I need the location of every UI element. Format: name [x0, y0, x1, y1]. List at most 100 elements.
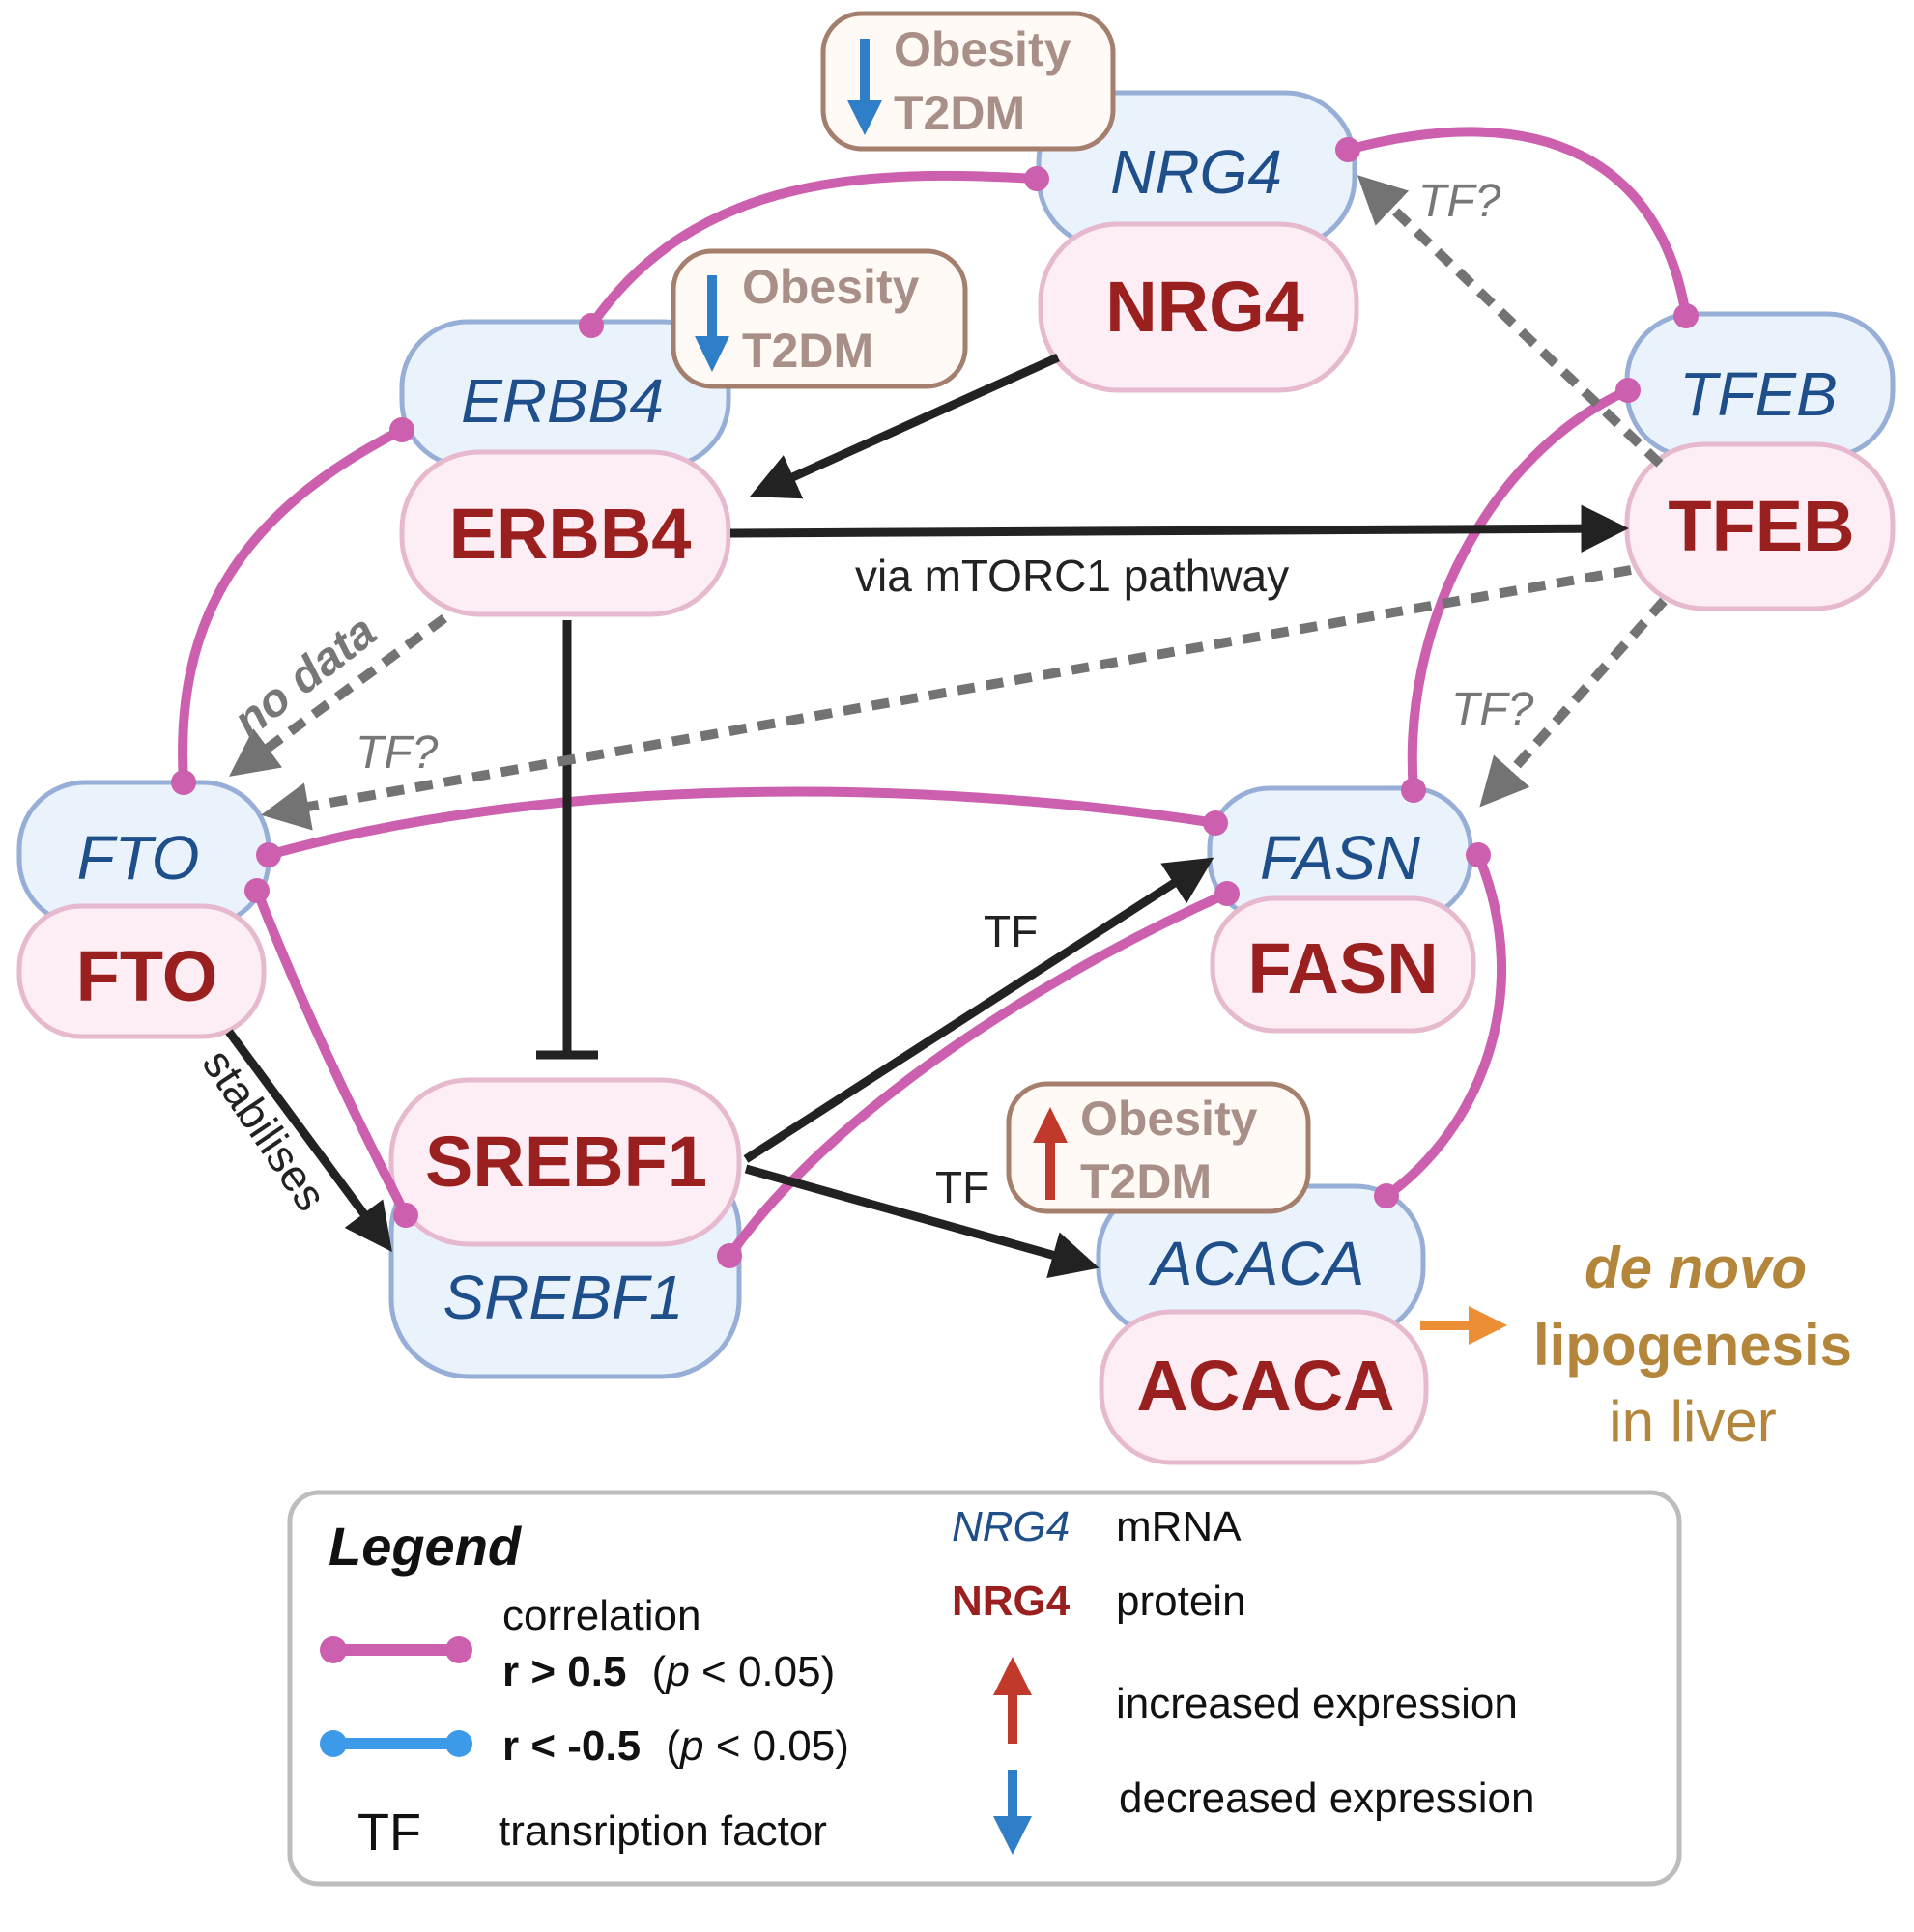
legend-p-var: p	[678, 1722, 703, 1770]
erbb4-protein-box	[399, 449, 731, 617]
srebf1-protein-box	[388, 1077, 742, 1247]
erbb4-protein-label: ERBB4	[449, 494, 692, 574]
legend-negative-r-value: r < -0.5	[502, 1722, 641, 1770]
legend-negative-r: r < -0.5 (p < 0.05)	[502, 1722, 849, 1770]
legend-mrna-label: mRNA	[1116, 1503, 1242, 1550]
status-line2: T2DM	[894, 86, 1025, 140]
legend-tf-abbr: TF	[357, 1804, 421, 1861]
legend-p-var: p	[664, 1648, 689, 1695]
corr-fto-fasn	[264, 786, 1220, 860]
label-tf-question-fasn: TF?	[1451, 684, 1534, 735]
legend-p-open: (	[652, 1648, 667, 1695]
corr-dot	[393, 1203, 418, 1228]
fto-mrna-label: FTO	[77, 823, 200, 893]
status-line2: T2DM	[742, 324, 873, 378]
arrow-nrg4-to-erbb4	[749, 353, 1060, 499]
status-badge-box	[671, 248, 968, 389]
corr-dot	[256, 842, 281, 867]
corr-dot	[717, 1243, 742, 1268]
correlation-links	[171, 127, 1699, 1268]
node-acaca: ACACA	[1096, 1183, 1426, 1339]
acaca-mrna-label: ACACA	[1148, 1229, 1365, 1298]
corr-dot	[1401, 778, 1426, 803]
outcome-line3: in liver	[1609, 1389, 1776, 1454]
nrg4-protein-label: NRG4	[1105, 267, 1304, 347]
fasn-protein-label: FASN	[1247, 928, 1438, 1009]
legend-increased-label: increased expression	[1116, 1680, 1518, 1727]
corr-nrg4-tfeb	[1343, 127, 1691, 321]
acaca-protein-label: ACACA	[1136, 1346, 1394, 1426]
status-line1: Obesity	[742, 260, 920, 314]
dash-erbb4-to-fto	[228, 613, 447, 777]
corr-fasn-srebf1	[725, 889, 1232, 1261]
corr-dot	[1203, 810, 1228, 836]
legend-p-close: < 0.05)	[690, 1648, 835, 1695]
regulation-arrows	[225, 353, 1629, 1279]
legend-decreased-label: decreased expression	[1119, 1775, 1534, 1822]
corr-dot	[171, 770, 196, 795]
legend-title: Legend	[329, 1516, 523, 1577]
legend-tf-desc: transription factor	[499, 1807, 827, 1855]
corr-dot	[1466, 842, 1491, 867]
corr-dot	[1673, 303, 1699, 328]
legend-protein-label: protein	[1116, 1577, 1246, 1625]
arrow-srebf1-to-acaca	[744, 1164, 1100, 1279]
label-tf-acaca: TF	[935, 1162, 989, 1212]
corr-erbb4-nrg4	[586, 170, 1042, 330]
outcome-line2: lipogenesis	[1533, 1313, 1852, 1378]
fto-protein-box	[16, 903, 267, 1039]
fasn-mrna-label: FASN	[1260, 823, 1421, 893]
status-badge-box	[1006, 1081, 1311, 1214]
erbb4-mrna-label: ERBB4	[461, 366, 664, 436]
srebf1-mrna-label: SREBF1	[443, 1263, 684, 1332]
up-arrow-icon-head	[1033, 1107, 1068, 1143]
label-stabilises: stabilises	[193, 1040, 337, 1220]
legend-negative-corr-dot	[320, 1730, 347, 1757]
label-tf-question-nrg4: TF?	[1418, 176, 1501, 227]
legend-positive-corr-dot	[320, 1636, 347, 1663]
corr-erbb4-fto	[178, 425, 407, 787]
status-badge-nrg4: Obesity T2DM	[820, 11, 1116, 152]
legend-p-close: < 0.05)	[703, 1722, 848, 1770]
corr-dot	[389, 417, 414, 442]
corr-fto-srebf1	[252, 886, 411, 1220]
status-line2: T2DM	[1080, 1154, 1212, 1208]
label-tf-question-fto: TF?	[356, 727, 439, 779]
acaca-protein-box	[1099, 1309, 1429, 1465]
srebf1-protein-label: SREBF1	[425, 1122, 707, 1202]
corr-dot	[579, 313, 604, 338]
legend-up-arrow-icon-head	[993, 1657, 1032, 1695]
status-line1: Obesity	[894, 22, 1071, 76]
legend-positive-corr-dot	[445, 1636, 472, 1663]
corr-fasn-acaca	[1382, 850, 1507, 1201]
corr-dot	[1214, 881, 1240, 906]
nrg4-mrna-label: NRG4	[1110, 137, 1282, 207]
arrow-erbb4-to-tfeb	[729, 504, 1629, 553]
corr-dot	[1335, 137, 1360, 162]
dash-tfeb-to-nrg4	[1357, 175, 1664, 468]
fasn-protein-box	[1210, 895, 1476, 1034]
status-line1: Obesity	[1080, 1092, 1258, 1146]
legend-p-open: (	[666, 1722, 680, 1770]
legend-positive-r-value: r > 0.5	[502, 1648, 626, 1695]
label-mtorc1: via mTORC1 pathway	[855, 551, 1289, 601]
corr-dot	[244, 878, 270, 903]
corr-tfeb-fasn	[1407, 385, 1633, 795]
legend-down-arrow-icon-head	[993, 1816, 1032, 1855]
legend-positive-r: r > 0.5 (p < 0.05)	[502, 1648, 835, 1695]
node-tfeb: TFEB	[1624, 311, 1896, 460]
hypothetical-arrows	[228, 175, 1668, 831]
node-erbb4: ERBB4	[399, 319, 731, 469]
outcome-line1: de novo	[1585, 1236, 1807, 1300]
dash-tfeb-to-fasn	[1479, 597, 1668, 808]
legend-correlation-label: correlation	[502, 1592, 700, 1639]
node-fto: FTO	[16, 780, 271, 928]
legend-mrna-example: NRG4	[952, 1503, 1070, 1550]
node-nrg4: NRG4	[1036, 90, 1357, 250]
status-badge-acaca: Obesity T2DM	[1006, 1081, 1311, 1214]
legend-negative-corr-dot	[445, 1730, 472, 1757]
tfeb-mrna-label: TFEB	[1679, 359, 1838, 429]
corr-dot	[1024, 166, 1049, 191]
legend-protein-example: NRG4	[952, 1577, 1071, 1625]
